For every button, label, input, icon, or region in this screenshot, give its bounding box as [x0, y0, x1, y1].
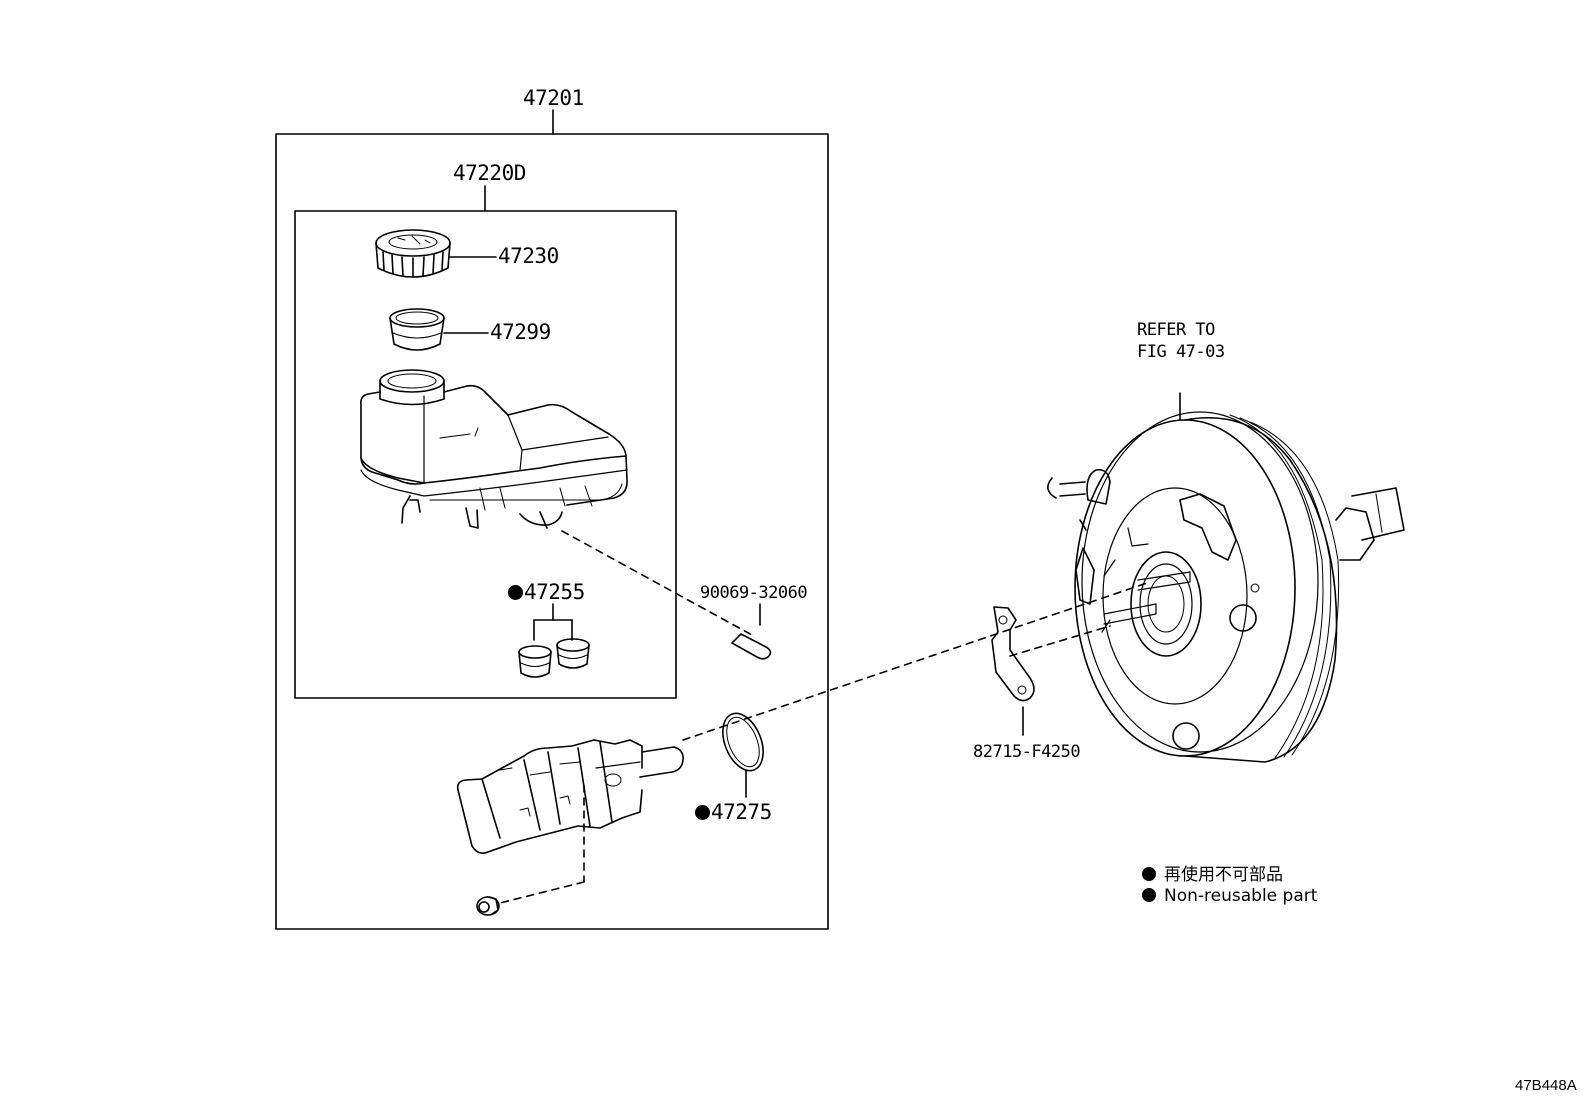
label-47220D: 47220D — [453, 161, 526, 185]
bracket-leader-line — [1009, 625, 1111, 657]
refer-line-1: REFER TO — [1137, 320, 1215, 340]
label-90069-32060: 90069-32060 — [700, 583, 808, 603]
pin-90069-32060 — [561, 530, 772, 660]
label-82715-F4250: 82715-F4250 — [973, 742, 1081, 762]
cylinder-plug — [476, 896, 500, 916]
label-47201: 47201 — [523, 86, 584, 110]
figure-code: 47B448A — [1515, 1077, 1577, 1094]
non-reusable-dot-icon — [1142, 867, 1156, 881]
bracket-82715-F4250 — [991, 606, 1035, 736]
label-47275: 47275 — [695, 802, 772, 823]
legend-japanese: 再使用不可部品 — [1142, 860, 1283, 885]
label-47299: 47299 — [490, 320, 551, 344]
o-ring-47275 — [722, 712, 764, 798]
non-reusable-dot-icon — [1142, 888, 1156, 902]
label-47230: 47230 — [498, 244, 559, 268]
reservoir-47220D-box — [294, 185, 677, 699]
non-reusable-dot-icon — [508, 585, 523, 600]
legend-english: Non-reusable part — [1142, 886, 1317, 906]
non-reusable-dot-icon — [695, 805, 710, 820]
label-47275-text: 47275 — [711, 800, 772, 824]
grommets-47255 — [518, 603, 590, 678]
legend-english-text: Non-reusable part — [1164, 886, 1318, 906]
strainer-47299 — [389, 308, 489, 351]
label-47255-text: 47255 — [524, 580, 585, 604]
reservoir-cap-47230 — [375, 229, 497, 278]
label-47255: 47255 — [508, 582, 585, 603]
legend-japanese-text: 再使用不可部品 — [1164, 865, 1283, 885]
refer-line-2: FIG 47-03 — [1137, 342, 1225, 362]
master-cylinder — [458, 740, 684, 904]
brake-booster — [1047, 392, 1405, 763]
assembly-leader-line — [682, 581, 1151, 741]
assembly-47201-box — [275, 109, 829, 930]
reservoir-tank — [360, 369, 628, 529]
